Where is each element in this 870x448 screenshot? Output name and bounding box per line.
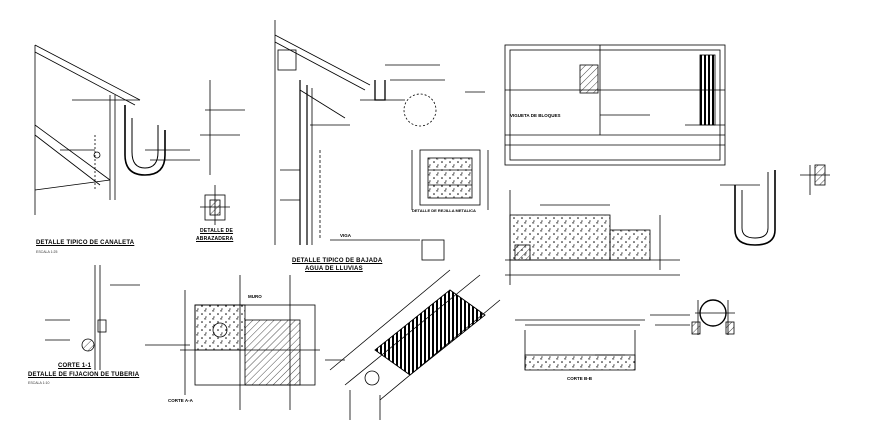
label-muro: MURO xyxy=(248,294,262,299)
detail-corte-bb xyxy=(515,319,645,371)
label-viga: VIGA xyxy=(340,233,352,238)
title-corte-11: CORTE 1-1 xyxy=(58,363,92,369)
scale-canaleta: ESCALA 1:25 xyxy=(36,250,58,254)
label-viga-bloques: VIGUETA DE BLOQUES xyxy=(510,113,561,118)
detail-canal-section xyxy=(505,190,680,285)
title-detalle-bajada-2: AGUA DE LLUVIAS xyxy=(305,266,363,272)
detail-canaleta-right xyxy=(720,164,830,246)
detail-tubo xyxy=(650,299,735,335)
detail-rejilla-iso xyxy=(329,269,501,420)
detail-bajada xyxy=(274,20,485,261)
detail-corte-aa xyxy=(145,275,345,410)
title-corte-bb: CORTE B-B xyxy=(567,376,592,381)
title-detalle-canaleta: DETALLE TIPICO DE CANALETA xyxy=(36,240,135,246)
title-abrazadera-2: ABRAZADERA xyxy=(196,236,234,242)
detail-fijacion xyxy=(45,265,140,370)
title-detalle-bajada-1: DETALLE TIPICO DE BAJADA xyxy=(292,258,383,264)
title-detalle-fijacion: DETALLE DE FIJACION DE TUBERIA xyxy=(28,372,140,378)
detail-canaleta xyxy=(34,44,245,215)
detail-rejilla-small xyxy=(411,149,489,210)
title-corte-aa: CORTE A-A xyxy=(168,398,193,403)
detail-abrazadera xyxy=(200,185,230,225)
detail-viga xyxy=(504,44,726,166)
title-rejilla: DETALLE DE REJILLA METALICA xyxy=(412,208,476,213)
scale-fijacion: ESCALA 1:10 xyxy=(28,381,50,385)
title-abrazadera-1: DETALLE DE xyxy=(200,228,234,234)
